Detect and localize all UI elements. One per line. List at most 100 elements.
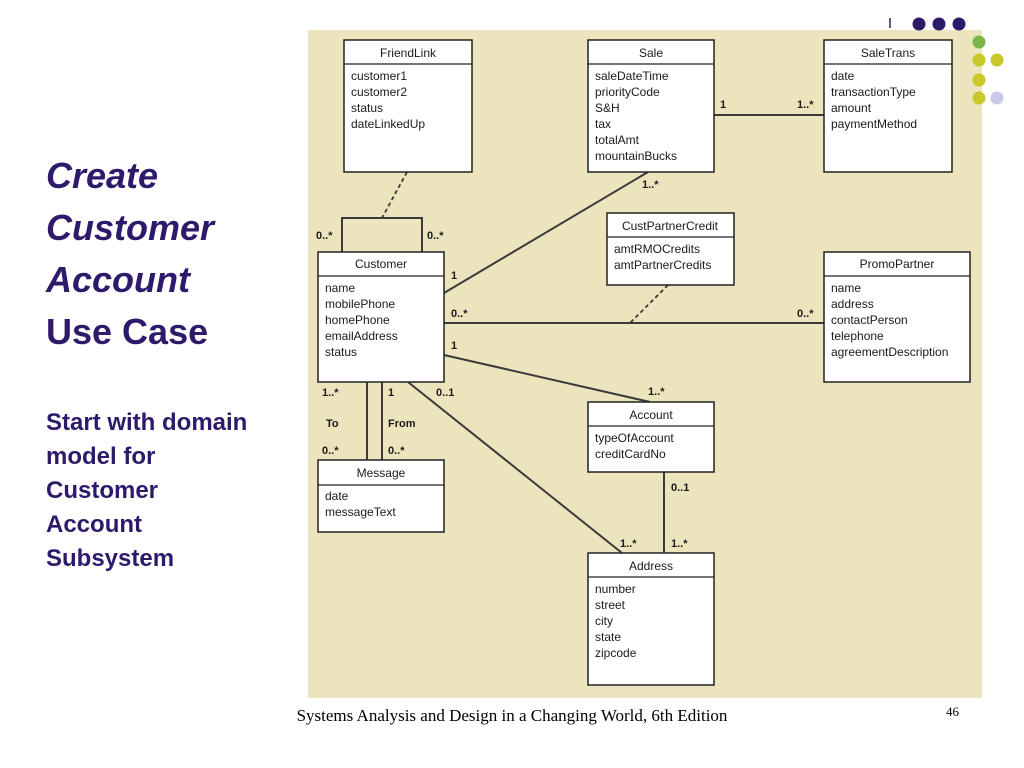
decor-dot [990, 91, 1004, 105]
decor-dot [972, 53, 986, 67]
class-sale: Sale saleDateTime priorityCode S&H tax t… [587, 39, 715, 173]
class-attribute: number [595, 582, 636, 596]
class-customer: Customer name mobilePhone homePhone emai… [317, 251, 445, 383]
class-friendlink: FriendLink customer1 customer2 status da… [343, 39, 473, 173]
multiplicity-label: 0..1 [436, 387, 454, 399]
class-name: FriendLink [380, 46, 437, 60]
class-attribute: saleDateTime [595, 69, 669, 83]
assoc-customer-sale [443, 171, 649, 294]
class-attribute: priorityCode [595, 85, 660, 99]
class-attribute: customer2 [351, 85, 407, 99]
class-attribute: zipcode [595, 646, 637, 660]
class-name: Message [357, 466, 406, 480]
class-promopartner: PromoPartner name address contactPerson … [823, 251, 971, 383]
subtitle-line-3: Customer [46, 477, 159, 504]
decor-dot [932, 17, 946, 31]
class-name: Customer [355, 257, 407, 271]
multiplicity-label: 1..* [620, 538, 637, 550]
class-attribute: emailAddress [325, 329, 398, 343]
class-attribute: transactionType [831, 85, 916, 99]
role-label-to: To [326, 418, 339, 430]
multiplicity-label: 1..* [671, 538, 688, 550]
class-attribute: agreementDescription [831, 345, 948, 359]
multiplicity-label: 0..* [451, 308, 468, 320]
assoc-customer-address [407, 381, 623, 554]
class-attribute: S&H [595, 101, 620, 115]
class-attribute: dateLinkedUp [351, 117, 425, 131]
class-attribute: name [831, 281, 861, 295]
class-name: CustPartnerCredit [622, 219, 719, 233]
class-attribute: telephone [831, 329, 884, 343]
subtitle-line-2: model for [46, 443, 156, 470]
title-line-1: Create [46, 155, 159, 196]
custpartnercredit-dashed-link [629, 284, 669, 324]
class-box [823, 251, 971, 383]
role-label-from: From [388, 418, 416, 430]
class-attribute: amtRMOCredits [614, 242, 700, 256]
multiplicity-label: 0..* [316, 230, 333, 242]
class-attribute: customer1 [351, 69, 407, 83]
class-attribute: totalAmt [595, 133, 640, 147]
class-attribute: contactPerson [831, 313, 908, 327]
slide-footer: Systems Analysis and Design in a Changin… [296, 706, 728, 725]
assoc-customer-account [443, 354, 651, 403]
multiplicity-label: 1 [451, 270, 457, 282]
class-attribute: date [325, 489, 349, 503]
multiplicity-label: 1 [451, 340, 457, 352]
multiplicity-label: 0..1 [671, 482, 689, 494]
class-attribute: messageText [325, 505, 396, 519]
class-name: Sale [639, 46, 663, 60]
class-message: Message date messageText [317, 459, 445, 533]
class-box [317, 459, 445, 533]
class-attribute: typeOfAccount [595, 431, 674, 445]
class-box [587, 401, 715, 473]
multiplicity-label: 0..* [427, 230, 444, 242]
title-line-2: Customer [46, 207, 215, 248]
class-attribute: address [831, 297, 874, 311]
class-account: Account typeOfAccount creditCardNo [587, 401, 715, 473]
association-class-links [381, 171, 669, 324]
slide-subtitle: Start with domain model for Customer Acc… [46, 406, 301, 576]
multiplicity-label: 1..* [322, 387, 339, 399]
decor-dot [972, 73, 986, 87]
class-name: Account [629, 408, 673, 422]
class-address: Address number street city state zipcode [587, 552, 715, 686]
subtitle-line-1: Start with domain [46, 409, 248, 436]
page-number: 46 [946, 704, 959, 719]
title-line-4: Use Case [46, 311, 209, 352]
class-attribute: amount [831, 101, 872, 115]
class-box [606, 212, 735, 286]
multiplicity-label: 1..* [648, 386, 665, 398]
class-attribute: city [595, 614, 613, 628]
multiplicity-label: 1 [720, 99, 726, 111]
class-attribute: status [351, 101, 383, 115]
multiplicity-label: 1..* [797, 99, 814, 111]
class-attribute: tax [595, 117, 611, 131]
assoc-friend-reflexive [341, 217, 423, 252]
subtitle-line-4: Account [46, 511, 142, 538]
class-box [343, 39, 473, 173]
friendlink-dashed-link [381, 171, 408, 219]
class-attribute: status [325, 345, 357, 359]
multiplicity-label: 0..* [388, 445, 405, 457]
slide-title: Create Customer Account Use Case [46, 150, 296, 358]
class-attribute: homePhone [325, 313, 390, 327]
title-line-3: Account [46, 259, 190, 300]
class-attribute: state [595, 630, 621, 644]
class-custpartnercredit: CustPartnerCredit amtRMOCredits amtPartn… [606, 212, 735, 286]
class-box [587, 39, 715, 173]
class-attribute: paymentMethod [831, 117, 917, 131]
class-attribute: mountainBucks [595, 149, 677, 163]
class-name: Address [629, 559, 673, 573]
association-lines [341, 114, 824, 554]
multiplicity-label: 1..* [642, 179, 659, 191]
decor-dot [990, 53, 1004, 67]
class-box [317, 251, 445, 383]
multiplicity-label: 0..* [322, 445, 339, 457]
class-attribute: date [831, 69, 855, 83]
class-attribute: creditCardNo [595, 447, 666, 461]
decorative-dots [889, 17, 1004, 105]
multiplicity-label: 0..* [797, 308, 814, 320]
class-attribute: amtPartnerCredits [614, 258, 711, 272]
decor-dot [972, 35, 986, 49]
